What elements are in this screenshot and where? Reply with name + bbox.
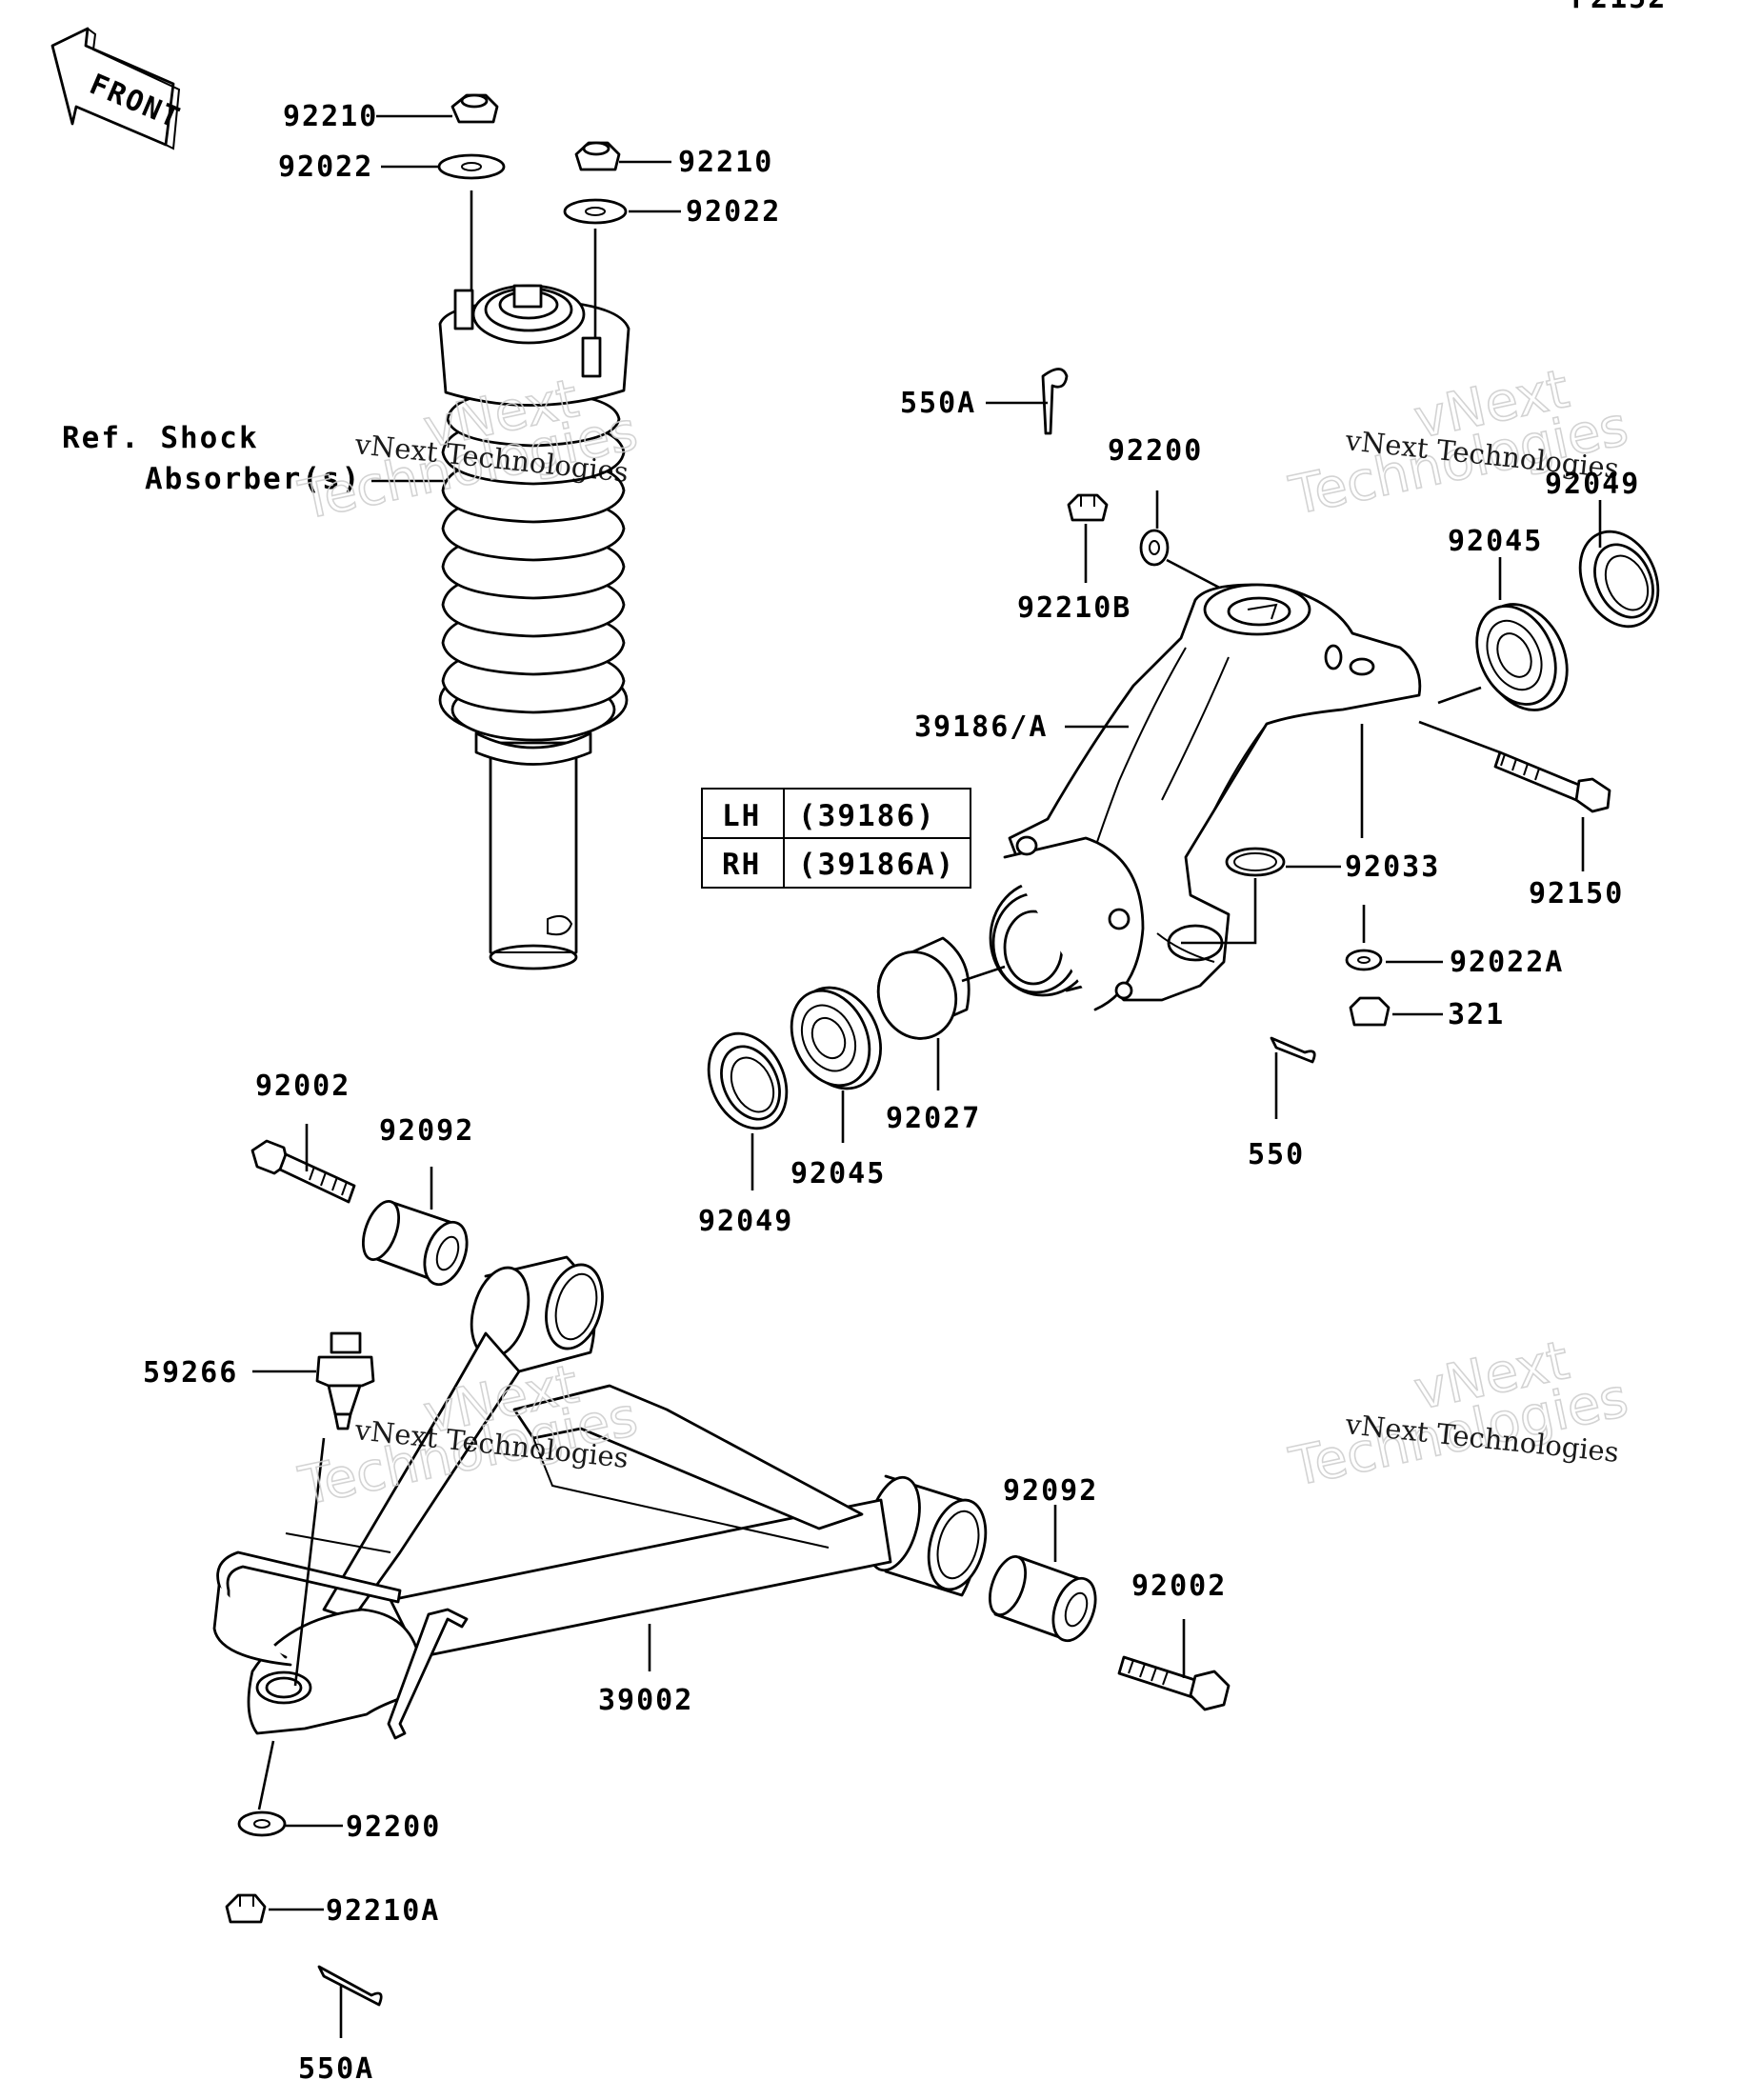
label-92049-right: 92049 (1545, 468, 1640, 501)
table-rh-part: (39186A) (798, 848, 955, 882)
nut-icon (450, 93, 499, 124)
bolt-icon (1493, 750, 1611, 813)
label-550: 550 (1248, 1138, 1305, 1171)
washer-icon (437, 153, 506, 180)
cotter-pin-icon (1041, 368, 1069, 435)
spacer-collar-icon (876, 936, 971, 1040)
castle-nut-icon (1067, 493, 1109, 522)
label-550A-top: 550A (900, 387, 976, 420)
label-92002-top: 92002 (255, 1070, 350, 1103)
table-rh-side: RH (722, 848, 761, 882)
nut-icon (574, 141, 621, 171)
oil-seal-icon (1578, 530, 1660, 629)
label-550A-bottom: 550A (298, 2052, 374, 2086)
front-arrow-icon: FRONT (50, 27, 186, 150)
label-92033: 92033 (1345, 850, 1440, 884)
cotter-pin-icon (1270, 1036, 1316, 1064)
washer-icon (237, 1810, 287, 1837)
label-92049-left: 92049 (698, 1205, 793, 1238)
label-92210-top-right: 92210 (678, 146, 773, 179)
label-92200-bottom: 92200 (346, 1810, 441, 1844)
steering-knuckle-icon (989, 583, 1422, 1011)
label-92045-right: 92045 (1448, 525, 1543, 558)
shock-absorber-icon (438, 284, 630, 970)
circlip-icon (1225, 847, 1286, 877)
oil-seal-icon (707, 1031, 789, 1130)
label-39186A: 39186/A (914, 710, 1048, 744)
label-92210A: 92210A (326, 1894, 440, 1928)
washer-icon (1345, 949, 1383, 971)
side-table: LH (39186) RH (39186A) (701, 788, 971, 889)
bolt-icon (250, 1139, 356, 1204)
bearing-icon (790, 986, 883, 1090)
bearing-icon (1475, 603, 1569, 711)
bushing-icon (362, 1200, 469, 1287)
label-92092-right: 92092 (1003, 1474, 1098, 1508)
table-lh-side: LH (722, 799, 761, 833)
ref-shock-line2: Absorber(s) (145, 462, 361, 496)
label-92210-top-left: 92210 (283, 100, 378, 133)
label-92027: 92027 (886, 1102, 981, 1135)
ref-shock-line1: Ref. Shock (62, 421, 259, 455)
label-92200-top: 92200 (1108, 434, 1203, 468)
label-92022A: 92022A (1450, 946, 1564, 979)
label-92022-top-left: 92022 (278, 150, 373, 184)
diagram-code: F2152 (1571, 0, 1667, 15)
table-lh-part: (39186) (798, 799, 936, 833)
castle-nut-icon (225, 1893, 267, 1924)
label-39002: 39002 (598, 1684, 693, 1717)
label-92210B: 92210B (1017, 591, 1131, 625)
bolt-icon (1117, 1655, 1231, 1711)
label-92092-top: 92092 (379, 1114, 474, 1148)
label-92022-top-right: 92022 (686, 195, 781, 229)
label-92045-left: 92045 (790, 1157, 886, 1190)
castle-nut-icon (1349, 996, 1391, 1027)
washer-icon (563, 198, 628, 225)
ball-joint-icon (315, 1331, 375, 1430)
cotter-pin-icon (317, 1965, 383, 2007)
bushing-icon (989, 1555, 1097, 1643)
label-321: 321 (1448, 998, 1505, 1031)
washer-icon (1139, 529, 1170, 567)
label-92150: 92150 (1529, 877, 1624, 910)
lower-a-arm-icon (212, 1255, 988, 1740)
label-59266: 59266 (143, 1356, 238, 1390)
label-92002-right: 92002 (1131, 1570, 1227, 1603)
